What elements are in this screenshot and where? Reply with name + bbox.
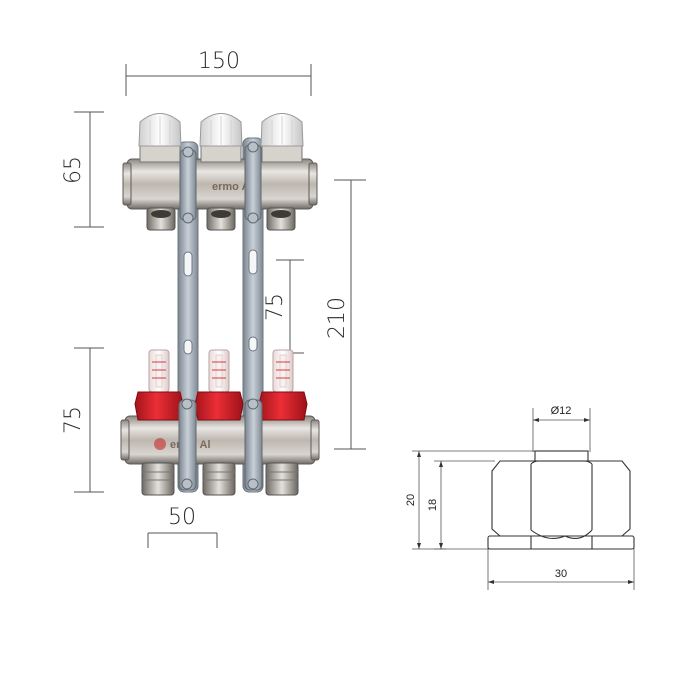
cap-2 — [199, 113, 243, 163]
hex-nut-profile — [487, 450, 635, 550]
dim-nut-width-label: 30 — [555, 568, 567, 580]
top-outlets — [146, 207, 296, 231]
bottom-manifold-bar: ermo Al — [120, 415, 320, 465]
end-nut-drawing: Ø12 20 18 30 — [405, 405, 635, 590]
dim-pitch-label: 50 — [168, 505, 196, 530]
dim-width-label: 150 — [198, 49, 240, 74]
flowmeter-3 — [258, 349, 308, 421]
dim-inner-height-label: 18 — [427, 499, 439, 511]
flowmeter-1 — [134, 349, 184, 421]
top-manifold-bar: ermo A — [122, 158, 318, 210]
dim-spacing-label: 75 — [263, 293, 288, 321]
dim-outer-height-label: 20 — [405, 494, 417, 506]
dimension-lines-manifold — [74, 64, 366, 548]
cap-1 — [138, 113, 182, 163]
dim-total-height-label: 210 — [325, 297, 350, 339]
manifold-assembly: ermo A — [120, 113, 320, 496]
dim-top-height-label: 65 — [61, 156, 86, 184]
flowmeters — [134, 349, 308, 421]
top-bar-brand-text: ermo A — [212, 181, 250, 193]
dimension-lines-nut — [412, 408, 635, 590]
thermostatic-caps — [138, 113, 304, 163]
bottom-clamps — [178, 398, 263, 491]
dim-bore-label: Ø12 — [551, 405, 572, 417]
bottom-outlets — [141, 462, 299, 496]
flowmeter-2 — [194, 349, 244, 421]
dimension-arrows-nut — [417, 418, 634, 584]
top-clamps — [179, 141, 262, 224]
dim-bottom-height-label: 75 — [61, 406, 86, 434]
cap-3 — [260, 113, 304, 163]
